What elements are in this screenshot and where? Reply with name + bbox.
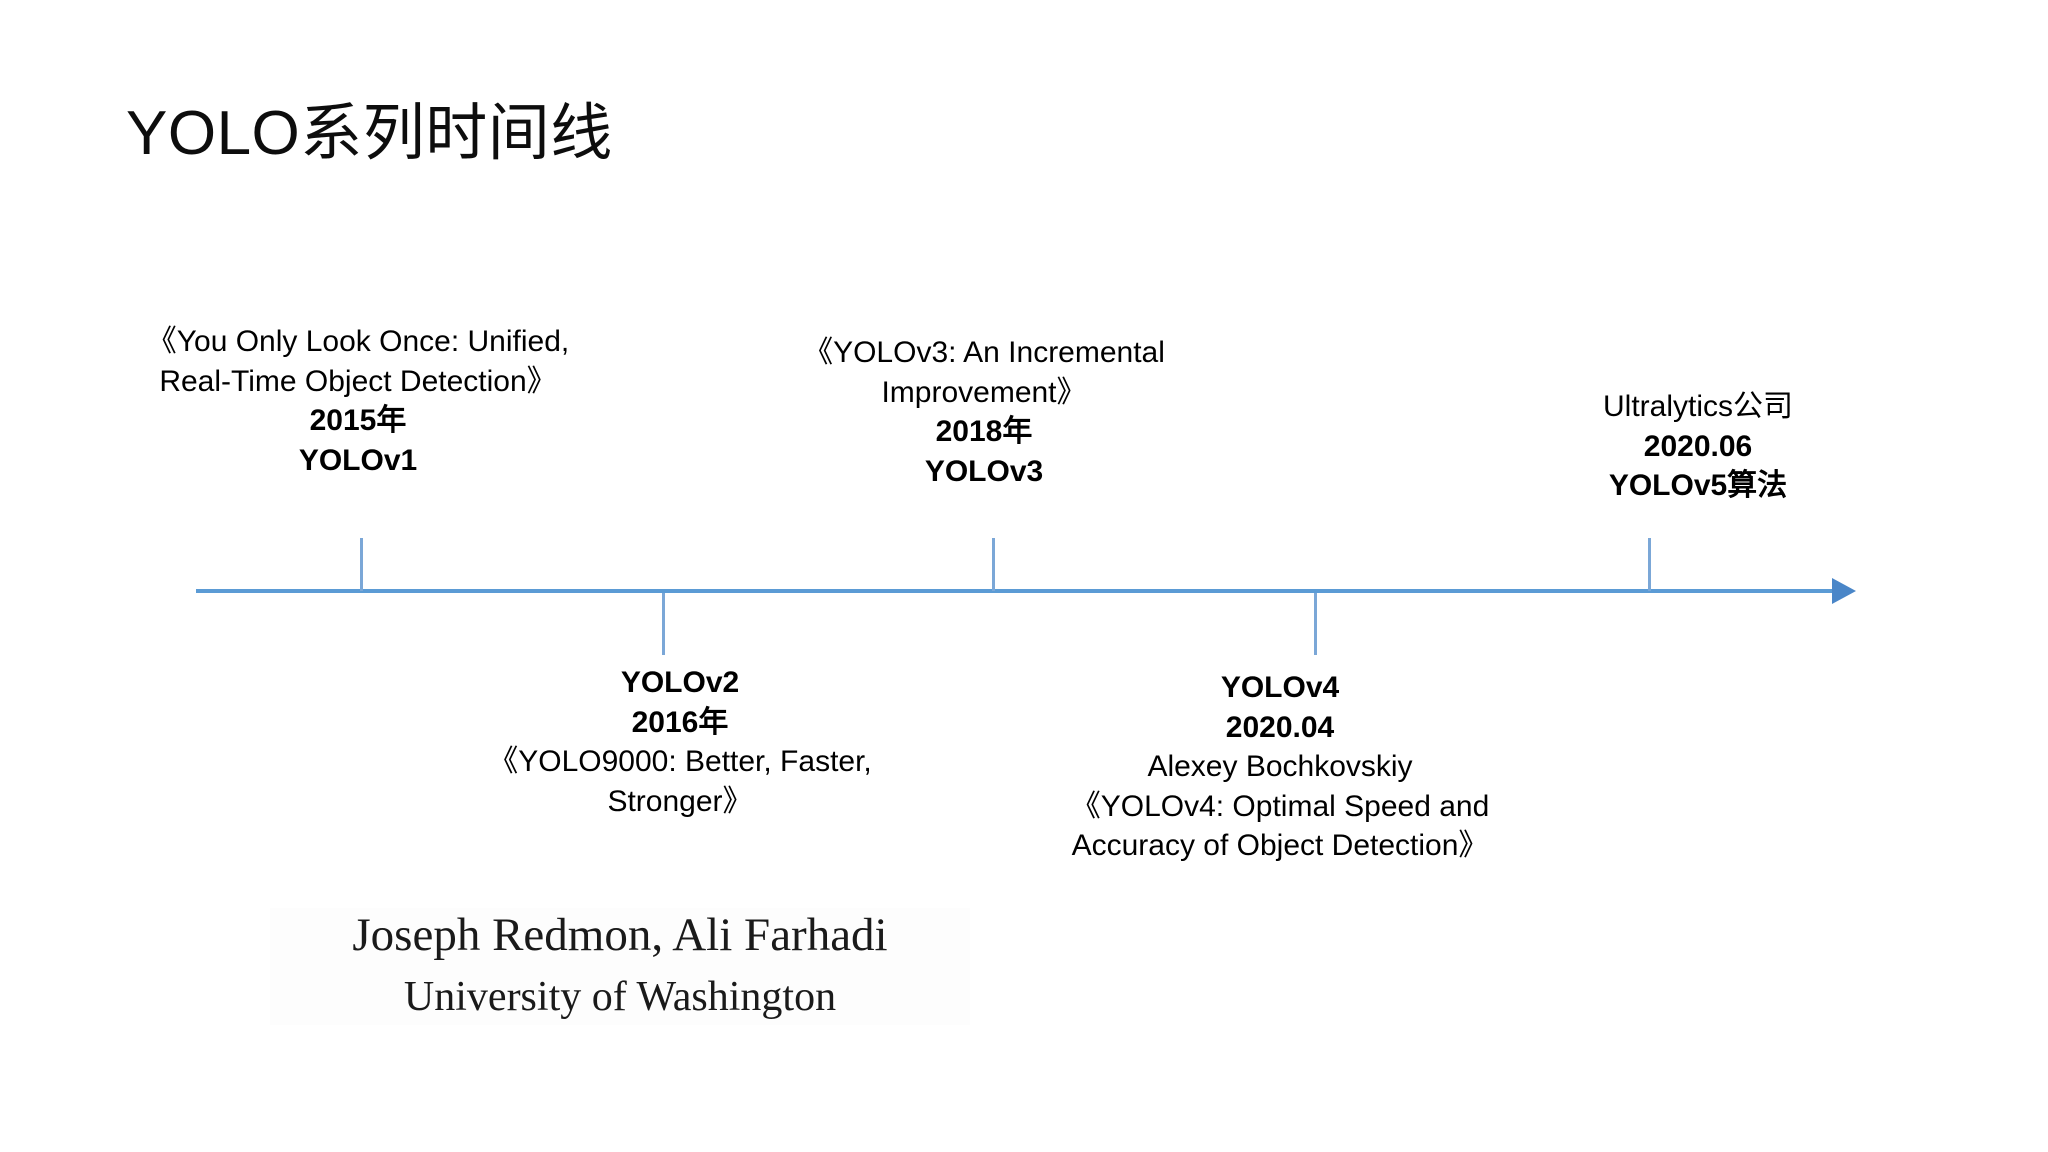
event-yolov5-line-3: YOLOv5算法 bbox=[1608, 469, 1788, 503]
event-yolov4-line-3: Alexey Bochkovskiy bbox=[1147, 750, 1413, 784]
timeline-axis-line bbox=[196, 589, 1838, 593]
event-yolov1-line-1: 《You Only Look Once: Unified, bbox=[146, 325, 570, 358]
event-yolov2-line-3: 《YOLO9000: Better, Faster, bbox=[488, 745, 872, 779]
timeline-event-yolov4: YOLOv4 2020.04 Alexey Bochkovskiy 《YOLOv… bbox=[1000, 668, 1560, 866]
paper-authors: Joseph Redmon, Ali Farhadi bbox=[352, 909, 888, 961]
timeline-event-yolov3: 《YOLOv3: An Incremental Improvement》 201… bbox=[764, 333, 1204, 491]
page-title: YOLO系列时间线 bbox=[126, 99, 613, 168]
event-yolov3-line-1: 《YOLOv3: An Incremental bbox=[803, 336, 1165, 369]
timeline-axis bbox=[196, 538, 1856, 655]
event-yolov1-line-3: 2015年 bbox=[309, 404, 407, 438]
timeline-arrow-icon bbox=[1832, 578, 1856, 604]
timeline-tick-yolov1 bbox=[360, 538, 363, 591]
event-yolov3-line-4: YOLOv3 bbox=[924, 454, 1044, 488]
event-yolov5-line-1: Ultralytics公司 bbox=[1602, 390, 1793, 423]
timeline-tick-yolov4 bbox=[1314, 593, 1317, 655]
timeline-tick-yolov2 bbox=[662, 593, 665, 655]
timeline-event-yolov1: 《You Only Look Once: Unified, Real-Time … bbox=[108, 322, 608, 480]
timeline-tick-yolov5 bbox=[1648, 538, 1651, 591]
event-yolov1-line-4: YOLOv1 bbox=[298, 443, 418, 477]
event-yolov4-line-2: 2020.04 bbox=[1225, 710, 1335, 744]
event-yolov4-line-1: YOLOv4 bbox=[1220, 671, 1340, 704]
paper-header-image: Joseph Redmon, Ali Farhadi University of… bbox=[270, 908, 970, 1026]
timeline-event-yolov2: YOLOv2 2016年 《YOLO9000: Better, Faster, … bbox=[420, 663, 940, 821]
paper-affiliation: University of Washington bbox=[403, 974, 837, 1021]
event-yolov4-line-4: 《YOLOv4: Optimal Speed and bbox=[1070, 789, 1490, 823]
timeline-tick-yolov3 bbox=[992, 538, 995, 591]
event-yolov2-line-4: Stronger》 bbox=[607, 784, 753, 818]
event-yolov2-line-2: 2016年 bbox=[631, 705, 729, 739]
event-yolov3-line-2: Improvement》 bbox=[881, 375, 1087, 409]
event-yolov4-line-5: Accuracy of Object Detection》 bbox=[1071, 829, 1489, 863]
timeline-event-yolov5: Ultralytics公司 2020.06 YOLOv5算法 bbox=[1488, 387, 1908, 506]
event-yolov2-line-1: YOLOv2 bbox=[620, 666, 740, 699]
event-yolov1-line-2: Real-Time Object Detection》 bbox=[159, 364, 557, 398]
event-yolov5-line-2: 2020.06 bbox=[1643, 429, 1753, 463]
event-yolov3-line-3: 2018年 bbox=[935, 415, 1033, 449]
